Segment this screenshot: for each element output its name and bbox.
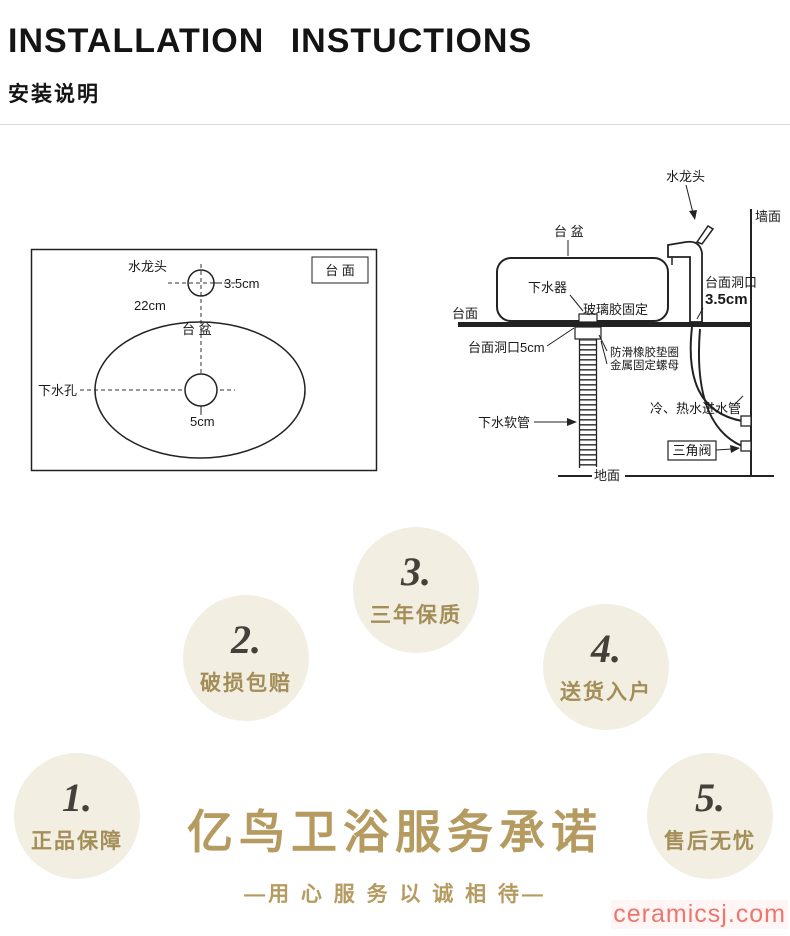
valve-arrow xyxy=(715,445,740,453)
header-divider xyxy=(0,124,790,125)
site-watermark: ceramicsj.com xyxy=(611,900,788,929)
faucet-hole-dim: 3.5cm xyxy=(224,276,259,291)
badge-number: 4. xyxy=(591,625,621,671)
faucet-label: 水龙头 xyxy=(128,259,167,274)
inlet-label: 冷、热水进水管 xyxy=(650,401,741,416)
badge-authenticity: 1. 正品保障 xyxy=(14,753,140,879)
glue-label: 玻璃胶固定 xyxy=(583,302,648,317)
badge-aftersales: 5. 售后无忧 xyxy=(647,753,773,879)
drain-fitting-label: 下水器 xyxy=(528,280,567,295)
drain-hose xyxy=(578,339,598,468)
drain-fitting-leader xyxy=(569,294,584,312)
badge-number: 1. xyxy=(62,774,92,820)
drain-label: 下水孔 xyxy=(38,383,77,398)
side-view-diagram: 墙面 水龙头 台 盆 台面 下水器 玻璃胶固定 台面洞口5cm 防滑橡胶垫圈 金… xyxy=(452,169,781,483)
washer-nut-leaders xyxy=(598,334,608,365)
badge-label: 送货入户 xyxy=(560,680,652,704)
faucet xyxy=(667,224,715,323)
countertop-hole-leader xyxy=(546,327,575,347)
faucet-hole-label: 台面洞口 xyxy=(705,275,757,290)
badge-number: 2. xyxy=(231,616,261,662)
countertop-label-box xyxy=(311,256,369,284)
faucet-leader-arrow xyxy=(685,184,697,220)
faucet-hole-leader xyxy=(696,307,704,320)
basin-label: 台 盆 xyxy=(182,322,212,337)
badge-number: 3. xyxy=(401,548,431,594)
page-title: INSTALLATION INSTUCTIONS xyxy=(8,22,533,60)
badge-warranty: 3. 三年保质 xyxy=(353,527,479,653)
wall-label: 墙面 xyxy=(755,209,781,224)
floor-label: 地面 xyxy=(594,468,620,483)
basin-outline xyxy=(94,321,306,459)
faucet-label: 水龙头 xyxy=(666,169,705,184)
valve-label: 三角阀 xyxy=(672,443,711,458)
badge-label: 售后无忧 xyxy=(664,829,756,853)
drain-hole xyxy=(184,373,218,407)
valve-label-box xyxy=(667,440,717,461)
countertop-outline xyxy=(30,248,378,472)
supply-hoses xyxy=(689,326,752,452)
service-promise: 亿鸟卫浴服务承诺 —用 心 服 务 以 诚 相 待— xyxy=(0,796,790,908)
floor-label-bg xyxy=(592,467,625,483)
basin-label: 台 盆 xyxy=(554,224,584,239)
hose-label: 下水软管 xyxy=(478,415,530,430)
badge-damage-compensation: 2. 破损包赔 xyxy=(183,595,309,721)
countertop-slab xyxy=(458,322,751,327)
badge-label: 破损包赔 xyxy=(200,671,292,695)
faucet-hole-dim: 3.5cm xyxy=(705,291,748,308)
badge-label: 正品保障 xyxy=(31,829,123,853)
countertop-label: 台 面 xyxy=(325,263,355,278)
nut-label: 金属固定螺母 xyxy=(610,358,679,372)
washer-label: 防滑橡胶垫圈 xyxy=(610,345,679,359)
countertop-label: 台面 xyxy=(452,306,478,321)
hose-arrow xyxy=(534,418,577,426)
badge-label: 三年保质 xyxy=(370,603,462,627)
countertop-hole-label: 台面洞口5cm xyxy=(468,340,545,355)
top-view-diagram: 台 面 水龙头 3.5cm 22cm 台 盆 下水孔 5cm xyxy=(30,248,378,472)
promise-subtitle: —用 心 服 务 以 诚 相 待— xyxy=(244,883,546,906)
badge-home-delivery: 4. 送货入户 xyxy=(543,604,669,730)
inlet-leader xyxy=(733,395,744,406)
spacing-dim: 22cm xyxy=(134,298,166,313)
promise-title: 亿鸟卫浴服务承诺 xyxy=(187,807,603,858)
drain-hole-dim: 5cm xyxy=(190,414,215,429)
drain-fitting xyxy=(574,313,602,340)
page-subtitle: 安装说明 xyxy=(8,83,100,106)
badge-number: 5. xyxy=(695,774,725,820)
